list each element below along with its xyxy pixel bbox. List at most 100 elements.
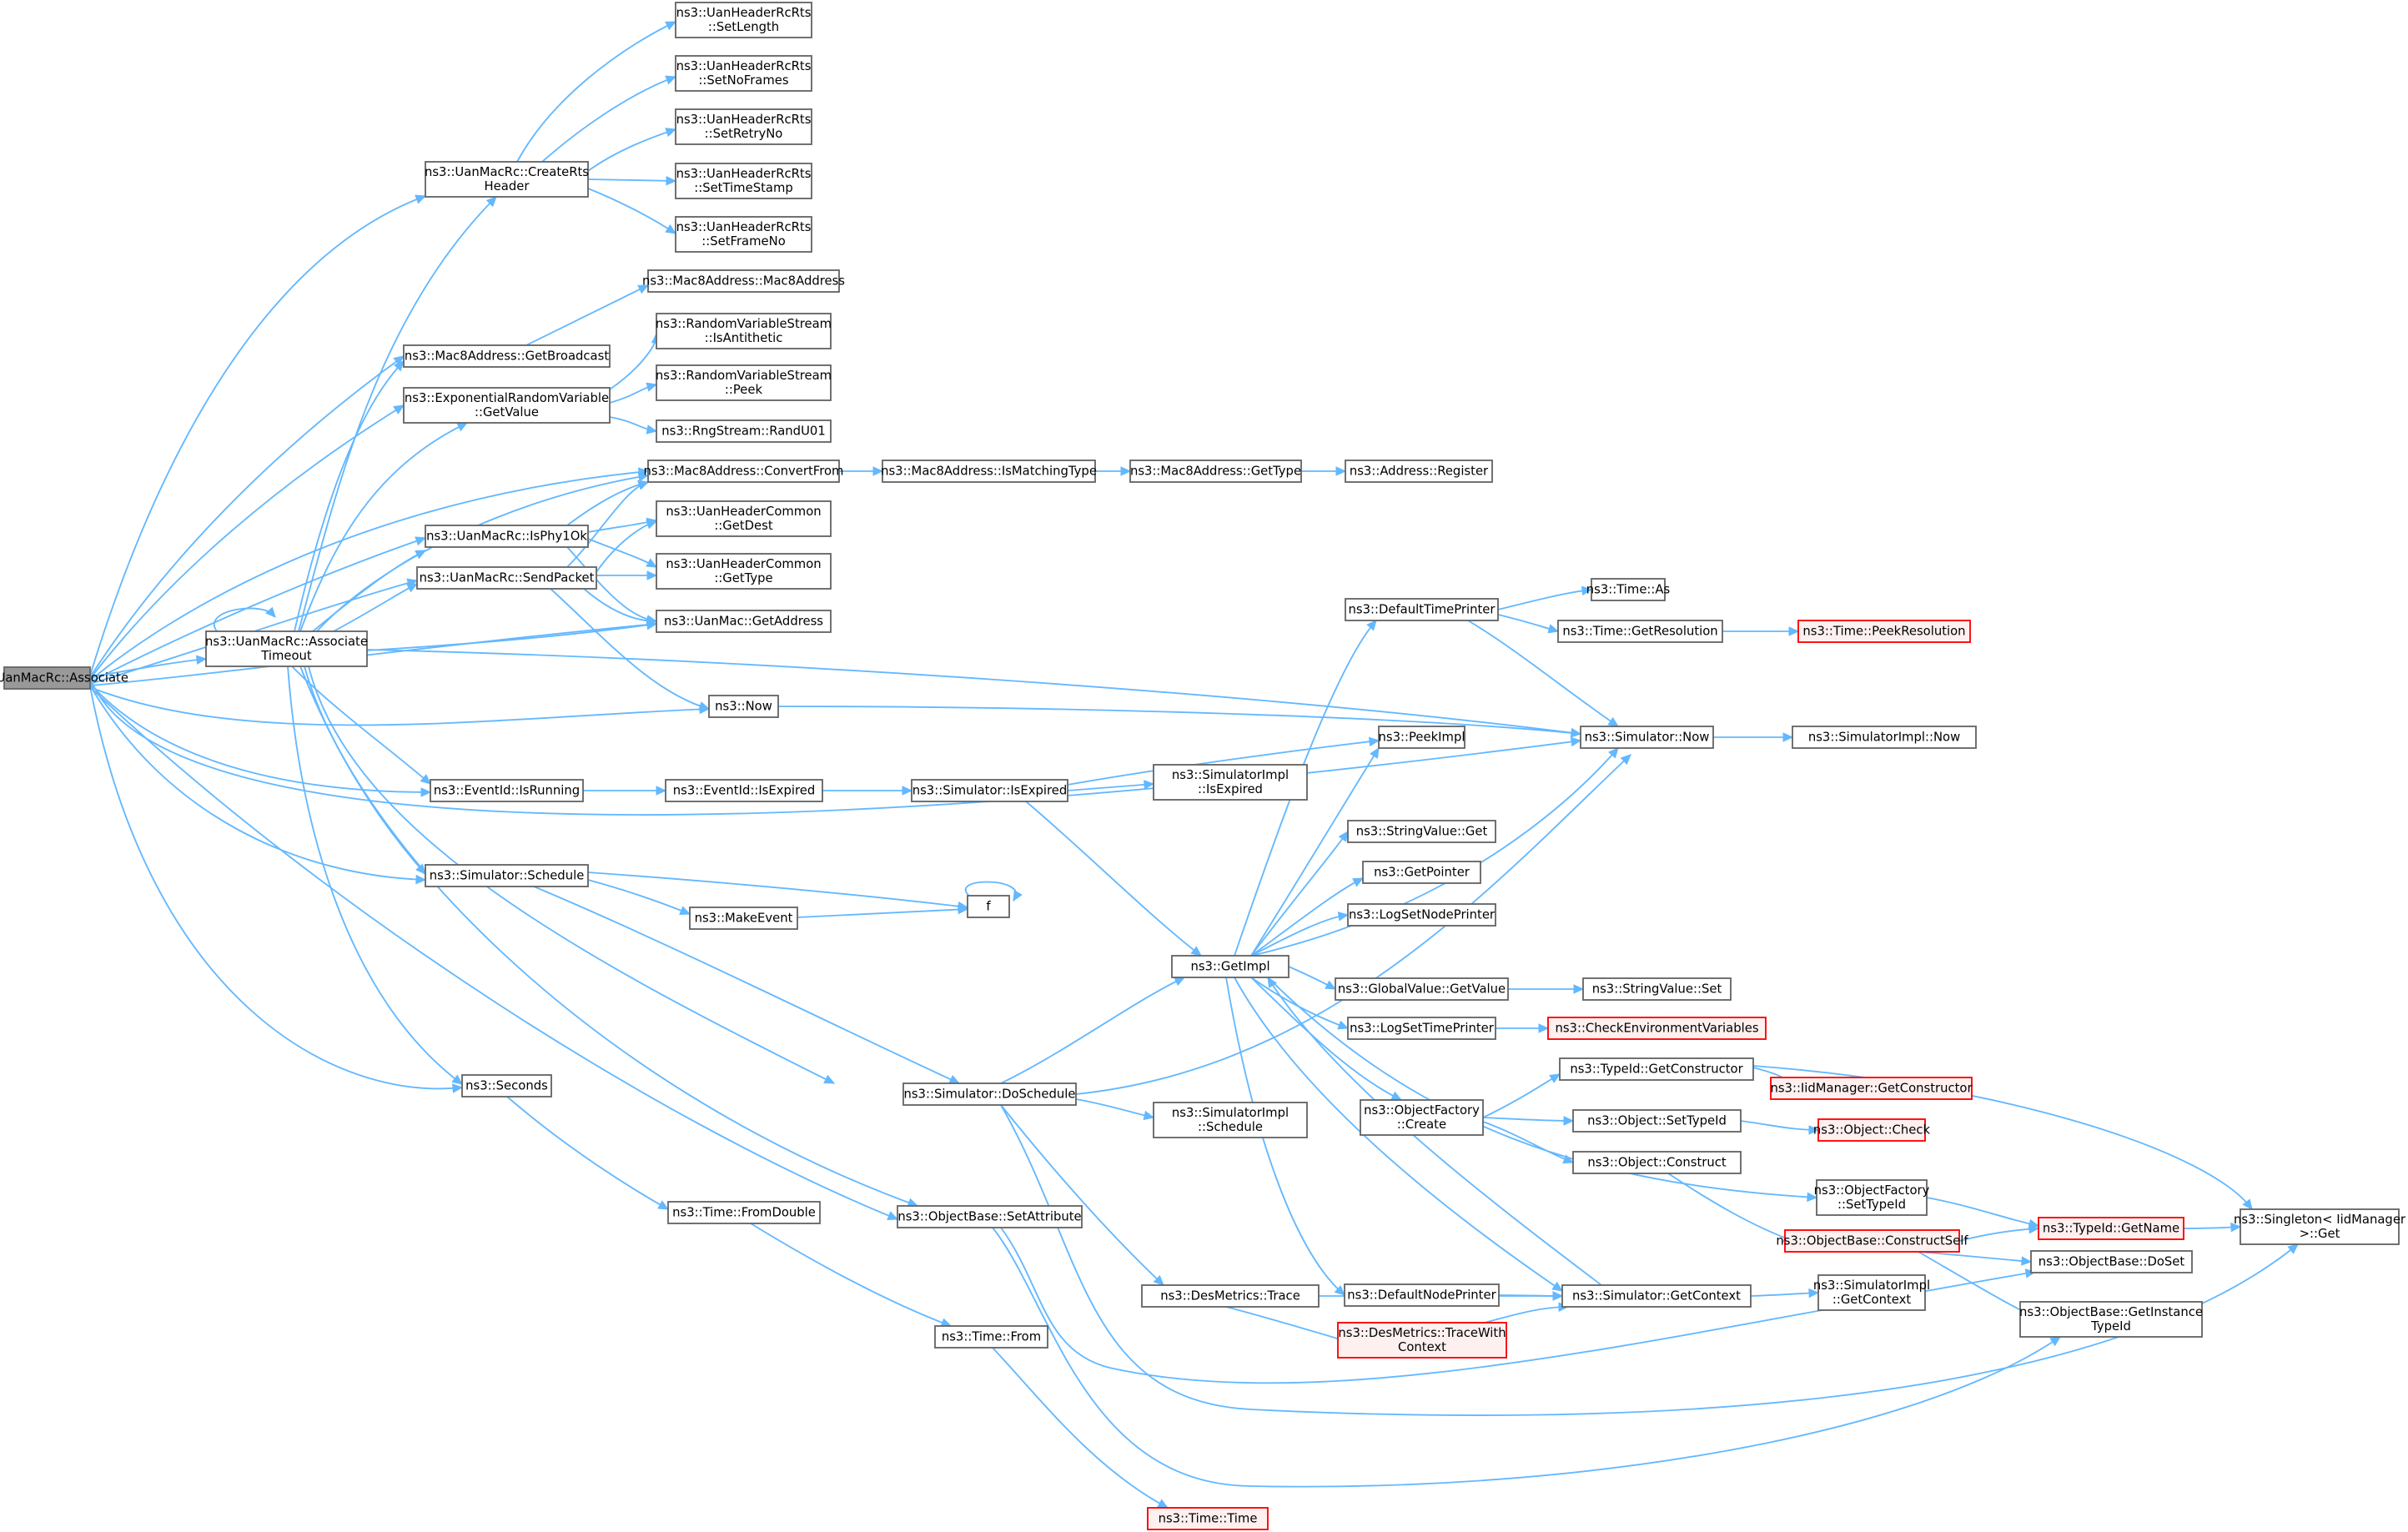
graph-node-n20[interactable]: ns3::UanHeaderCommon::GetType xyxy=(656,553,832,590)
graph-node-n63[interactable]: ns3::DesMetrics::Trace xyxy=(1141,1284,1320,1308)
graph-node-n6[interactable]: ns3::UanHeaderRcRts::SetFrameNo xyxy=(675,216,812,253)
graph-node-n68[interactable]: ns3::Time::From xyxy=(934,1325,1048,1349)
graph-node-n39[interactable]: ns3::MakeEvent xyxy=(689,907,798,930)
graph-node-n19[interactable]: ns3::UanMacRc::SendPacket xyxy=(416,566,597,590)
node-box[interactable] xyxy=(1784,1229,1960,1253)
node-box[interactable] xyxy=(3,666,91,690)
node-box[interactable] xyxy=(1344,1283,1500,1307)
node-box[interactable] xyxy=(656,553,832,590)
node-box[interactable] xyxy=(675,2,812,38)
graph-node-n33[interactable]: ns3::Simulator::IsExpired xyxy=(911,779,1068,802)
node-box[interactable] xyxy=(1378,726,1465,749)
node-box[interactable] xyxy=(1580,726,1714,749)
graph-node-n41[interactable]: ns3::GetImpl xyxy=(1171,955,1289,978)
node-box[interactable] xyxy=(1171,955,1289,978)
node-box[interactable] xyxy=(1817,1118,1926,1142)
node-box[interactable] xyxy=(1817,1274,1926,1311)
node-box[interactable] xyxy=(675,108,812,145)
graph-node-n56[interactable]: ns3::Time::FromDouble xyxy=(667,1201,821,1224)
node-box[interactable] xyxy=(656,419,832,443)
node-box[interactable] xyxy=(461,1074,552,1098)
graph-node-n22[interactable]: ns3::UanMac::GetAddress xyxy=(656,610,832,633)
graph-node-n12[interactable]: ns3::RngStream::RandU01 xyxy=(656,419,832,443)
graph-node-n17[interactable]: ns3::UanMacRc::IsPhy1Ok xyxy=(425,525,589,548)
graph-node-n57[interactable]: ns3::ObjectBase::SetAttribute xyxy=(897,1205,1083,1228)
graph-node-n15[interactable]: ns3::Mac8Address::GetType xyxy=(1129,460,1302,483)
node-box[interactable] xyxy=(1797,620,1971,643)
graph-node-n10[interactable]: ns3::ExponentialRandomVariable::GetValue xyxy=(403,387,611,424)
graph-node-n28[interactable]: ns3::Simulator::Now xyxy=(1580,726,1714,749)
node-box[interactable] xyxy=(1141,1284,1320,1308)
node-box[interactable] xyxy=(425,525,589,548)
graph-node-n37[interactable]: ns3::Simulator::Schedule xyxy=(425,864,589,887)
node-box[interactable] xyxy=(1362,861,1481,884)
graph-node-n13[interactable]: ns3::Mac8Address::ConvertFrom xyxy=(644,460,844,483)
graph-node-n25[interactable]: ns3::Time::As xyxy=(1586,578,1671,601)
node-box[interactable] xyxy=(665,779,823,802)
node-box[interactable] xyxy=(1770,1077,1973,1100)
node-box[interactable] xyxy=(1582,977,1732,1001)
graph-node-n46[interactable]: ns3::TypeId::GetConstructor xyxy=(1559,1057,1754,1081)
graph-node-n3[interactable]: ns3::UanHeaderRcRts::SetNoFrames xyxy=(675,55,812,92)
node-box[interactable] xyxy=(1816,1179,1928,1216)
graph-node-n14[interactable]: ns3::Mac8Address::IsMatchingType xyxy=(881,460,1097,483)
graph-node-n31[interactable]: ns3::EventId::IsRunning xyxy=(430,779,584,802)
graph-node-n58[interactable]: ns3::TypeId::GetName xyxy=(2038,1217,2184,1240)
node-box[interactable] xyxy=(1572,1151,1742,1174)
node-box[interactable] xyxy=(2019,1301,2203,1338)
node-box[interactable] xyxy=(656,313,832,349)
graph-node-n45[interactable]: ns3::CheckEnvironmentVariables xyxy=(1547,1017,1767,1040)
node-box[interactable] xyxy=(1557,620,1723,643)
node-box[interactable] xyxy=(675,216,812,253)
node-box[interactable] xyxy=(1335,977,1509,1001)
graph-node-n35[interactable]: ns3::StringValue::Get xyxy=(1347,820,1496,843)
node-box[interactable] xyxy=(1153,1102,1308,1138)
node-box[interactable] xyxy=(1347,903,1496,927)
node-box[interactable] xyxy=(1547,1017,1767,1040)
graph-node-n30[interactable]: ns3::PeekImpl xyxy=(1378,726,1465,749)
node-box[interactable] xyxy=(1345,598,1499,621)
node-box[interactable] xyxy=(656,500,832,537)
node-box[interactable] xyxy=(647,460,840,483)
node-box[interactable] xyxy=(934,1325,1048,1349)
graph-node-n43[interactable]: ns3::StringValue::Set xyxy=(1582,977,1732,1001)
node-box[interactable] xyxy=(689,907,798,930)
graph-node-n29[interactable]: ns3::SimulatorImpl::Now xyxy=(1792,726,1977,749)
graph-node-n53[interactable]: ns3::SimulatorImpl::Schedule xyxy=(1153,1102,1308,1138)
node-box[interactable] xyxy=(1792,726,1977,749)
graph-node-n47[interactable]: ns3::IidManager::GetConstructor xyxy=(1770,1077,1973,1100)
node-box[interactable] xyxy=(656,364,832,401)
node-box[interactable] xyxy=(882,460,1096,483)
node-box[interactable] xyxy=(967,895,1010,918)
graph-node-n2[interactable]: ns3::UanHeaderRcRts::SetLength xyxy=(675,2,812,38)
graph-node-n59[interactable]: ns3::ObjectBase::ConstructSelf xyxy=(1776,1229,1968,1253)
graph-node-n0[interactable]: ns3::UanMacRc::Associate xyxy=(0,666,128,690)
node-box[interactable] xyxy=(1591,578,1666,601)
node-box[interactable] xyxy=(1360,1099,1484,1136)
node-box[interactable] xyxy=(1345,460,1493,483)
node-box[interactable] xyxy=(2030,1250,2193,1273)
graph-node-n51[interactable]: ns3::Object::SetTypeId xyxy=(1572,1109,1742,1133)
node-box[interactable] xyxy=(403,387,611,424)
node-box[interactable] xyxy=(647,269,840,293)
graph-node-n23[interactable]: ns3::Now xyxy=(708,695,779,718)
node-box[interactable] xyxy=(911,779,1068,802)
graph-node-n16[interactable]: ns3::Address::Register xyxy=(1345,460,1493,483)
graph-node-n69[interactable]: ns3::Time::Time xyxy=(1147,1507,1269,1530)
graph-node-n36[interactable]: ns3::GetPointer xyxy=(1362,861,1481,884)
graph-node-n62[interactable]: ns3::DefaultNodePrinter xyxy=(1344,1283,1500,1307)
graph-node-n60[interactable]: ns3::Singleton< IidManager >::Get xyxy=(2234,1208,2406,1245)
graph-node-n9[interactable]: ns3::RandomVariableStream::IsAntithetic xyxy=(656,313,832,349)
graph-node-n61[interactable]: ns3::ObjectBase::DoSet xyxy=(2030,1250,2193,1273)
graph-node-n44[interactable]: ns3::LogSetTimePrinter xyxy=(1347,1017,1496,1040)
graph-node-n64[interactable]: ns3::Simulator::GetContext xyxy=(1561,1284,1752,1308)
graph-node-n18[interactable]: ns3::UanHeaderCommon::GetDest xyxy=(656,500,832,537)
node-box[interactable] xyxy=(403,344,611,368)
graph-node-n26[interactable]: ns3::Time::GetResolution xyxy=(1557,620,1723,643)
node-box[interactable] xyxy=(1337,1322,1507,1359)
node-box[interactable] xyxy=(1561,1284,1752,1308)
graph-node-n24[interactable]: ns3::DefaultTimePrinter xyxy=(1345,598,1499,621)
node-box[interactable] xyxy=(2240,1208,2400,1245)
